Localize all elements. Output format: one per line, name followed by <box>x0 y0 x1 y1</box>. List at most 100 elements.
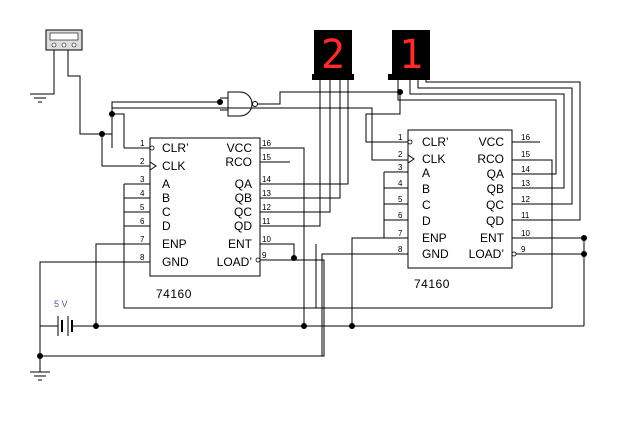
chip1-pin-label: LOAD’ <box>217 255 252 269</box>
chip2-pin-num: 4 <box>398 179 403 188</box>
chip2-pin-num: 1 <box>398 133 403 142</box>
wire-c2-qd <box>425 80 581 221</box>
seven-segment-display-2: 1 <box>388 30 430 80</box>
wires <box>39 50 585 372</box>
chip2-pin-num: 9 <box>521 245 526 254</box>
chip2-pin-label: LOAD’ <box>469 247 504 261</box>
chip-74160-1: 1 2 3 4 5 6 7 8 16 15 14 13 12 11 10 9 C… <box>138 137 272 277</box>
wire-c1-qb <box>272 80 341 199</box>
chip2-pin-label: RCO <box>477 152 504 166</box>
chip1-part-label: 74160 <box>156 287 192 301</box>
wire-clr1-up <box>112 113 125 148</box>
wire-c1-gnd <box>39 261 138 356</box>
wire-c1-abcd <box>123 184 317 309</box>
wire-clr2 <box>365 92 401 143</box>
chip2-pin-label: VCC <box>479 135 505 149</box>
chip1-pin-label: VCC <box>227 141 253 155</box>
ground-symbol-top <box>30 93 50 103</box>
chip1-pin-num: 16 <box>262 139 271 148</box>
chip2-pin-num: 16 <box>521 133 530 142</box>
chip2-pin-label: D <box>422 214 431 228</box>
function-generator[interactable] <box>45 29 83 51</box>
wire-fg-ground <box>40 50 55 95</box>
chip2-part-label: 74160 <box>414 277 450 291</box>
chip2-pin-num: 6 <box>398 211 403 220</box>
wire-c2-rco <box>512 159 553 308</box>
chip1-pin-num: 15 <box>262 153 271 162</box>
chip2-pin-label: ENT <box>480 231 505 245</box>
chip2-pin-label: QA <box>487 167 504 181</box>
chip1-pin-num: 2 <box>140 157 145 166</box>
chip1-pin-label: QA <box>235 177 252 191</box>
chip1-pin-label: C <box>162 205 171 219</box>
wire-nand-in <box>254 91 400 105</box>
chip2-pin-num: 2 <box>398 150 403 159</box>
chip1-pin-num: 14 <box>262 175 271 184</box>
chip2-pin-label: C <box>422 198 431 212</box>
chip1-pin-label: RCO <box>225 155 252 169</box>
chip1-pin-label: QD <box>234 219 252 233</box>
chip1-pin-label: ENT <box>228 237 253 251</box>
chip1-pin-num: 13 <box>262 189 271 198</box>
wire-c1-enp <box>95 243 138 326</box>
chip2-pin-num: 5 <box>398 195 403 204</box>
ground-symbol-bottom <box>30 371 50 381</box>
chip2-pin-label: ENP <box>422 231 447 245</box>
chip1-pin-label: D <box>162 219 171 233</box>
wire-c1-qc <box>272 80 331 213</box>
chip2-pin-label: A <box>422 166 430 180</box>
wire-c1-ent <box>272 243 295 258</box>
chip1-pin-label: CLK <box>162 159 185 173</box>
battery-5v <box>48 316 74 336</box>
chip2-pin-num: 14 <box>521 165 530 174</box>
chip2-pin-num: 7 <box>398 229 403 238</box>
chip1-pin-label: ENP <box>162 237 187 251</box>
chip1-pin-num: 8 <box>140 253 145 262</box>
chip1-pin-num: 1 <box>140 139 145 148</box>
chip1-pin-label: B <box>162 191 170 205</box>
battery-label: 5 V <box>54 299 68 309</box>
chip2-pin-num: 10 <box>521 229 530 238</box>
chip-74160-2: 1 2 3 4 5 6 7 8 16 15 14 13 12 11 10 9 C… <box>396 129 530 269</box>
wire-c2-qb <box>409 80 565 189</box>
chip1-pin-label: QB <box>235 191 252 205</box>
chip1-pin-label: QC <box>234 205 252 219</box>
chip1-pin-num: 6 <box>140 217 145 226</box>
chip2-pin-label: CLR’ <box>422 135 449 149</box>
wire-nand-out <box>111 101 220 148</box>
chip2-pin-num: 8 <box>398 245 403 254</box>
wire-clk1 <box>101 134 138 167</box>
wire-c2-enp <box>351 237 396 326</box>
chip2-pin-label: B <box>422 182 430 196</box>
chip1-pin-num: 9 <box>262 251 267 260</box>
chip2-pin-num: 11 <box>521 211 530 220</box>
chip1-pin-label: GND <box>162 255 189 269</box>
chip2-pin-num: 15 <box>521 150 530 159</box>
nand-gate <box>220 91 258 117</box>
junction-dots <box>37 89 587 359</box>
wire-c2-gnd <box>321 253 396 356</box>
chip2-pin-label: QB <box>487 182 504 196</box>
chip1-pin-num: 11 <box>262 217 271 226</box>
wire-c1-qd <box>272 80 321 227</box>
chip2-pin-label: CLK <box>422 152 445 166</box>
chip1-pin-num: 10 <box>262 235 271 244</box>
chip1-pin-num: 7 <box>140 235 145 244</box>
wire-c1-vcc <box>272 147 305 326</box>
display-2-digit: 1 <box>399 32 423 78</box>
chip1-pin-num: 12 <box>262 203 271 212</box>
wire-fg-clk <box>67 50 112 135</box>
chip2-pin-num: 13 <box>521 179 530 188</box>
chip1-pin-num: 3 <box>140 175 145 184</box>
chip1-pin-label: CLR’ <box>162 141 189 155</box>
chip2-pin-num: 12 <box>521 195 530 204</box>
seven-segment-display-1: 2 <box>312 30 354 80</box>
display-1-digit: 2 <box>321 32 345 78</box>
chip2-pin-label: QC <box>486 198 504 212</box>
wire-c1-qa <box>272 80 349 185</box>
chip1-pin-num: 5 <box>140 203 145 212</box>
chip2-pin-label: GND <box>422 247 449 261</box>
chip2-pin-label: QD <box>486 214 504 228</box>
chip1-pin-num: 4 <box>140 189 145 198</box>
